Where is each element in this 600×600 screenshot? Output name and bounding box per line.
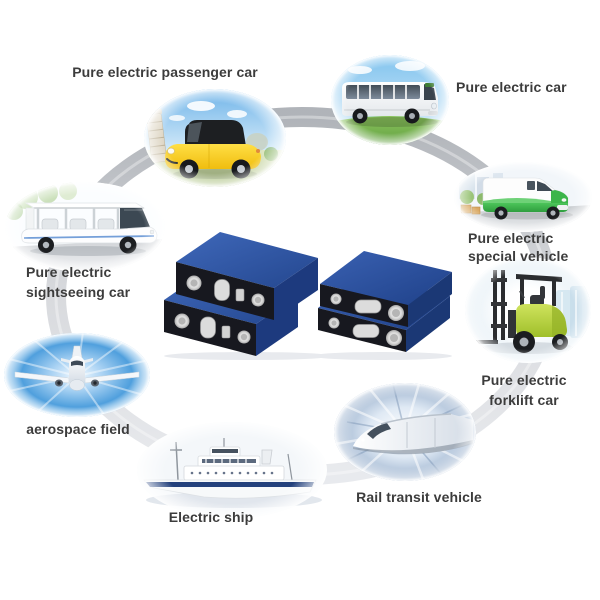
bubble-forklift [464,256,592,364]
sightseeing-car-label: Pure electric sightseeing car [26,264,131,301]
rail-transit-label: Rail transit vehicle [356,489,482,505]
bubble-passenger-car [143,88,287,188]
passenger-car-label: Pure electric passenger car [72,64,258,80]
electric-car-label: Pure electric car [456,79,567,95]
electric-ship-label: Electric ship [168,509,254,525]
airplane-image [4,333,150,417]
battery-cell [320,251,452,327]
forklift-car-label: Pure electric forklift car [481,372,567,409]
electric-van-image [454,162,592,232]
special-vehicle-label: Pure electric special vehicle [468,230,569,264]
electric-passenger-car-image [144,89,286,187]
electric-bus-image [331,55,449,145]
aerospace-label: aerospace field [26,421,130,437]
electric-ship-image [137,422,327,518]
bubble-electric-ship [134,420,330,520]
bubble-sightseeing-car [4,181,166,273]
sightseeing-bus-image [5,182,165,272]
battery-cells-image [164,232,452,360]
electric-forklift-image [465,257,591,363]
bubble-aerospace [3,332,151,418]
high-speed-train-image [334,383,476,481]
bubble-rail-transit [333,382,477,482]
bubble-electric-car [330,54,450,146]
bubble-special-vehicle [453,161,593,233]
battery-cell [176,232,318,320]
